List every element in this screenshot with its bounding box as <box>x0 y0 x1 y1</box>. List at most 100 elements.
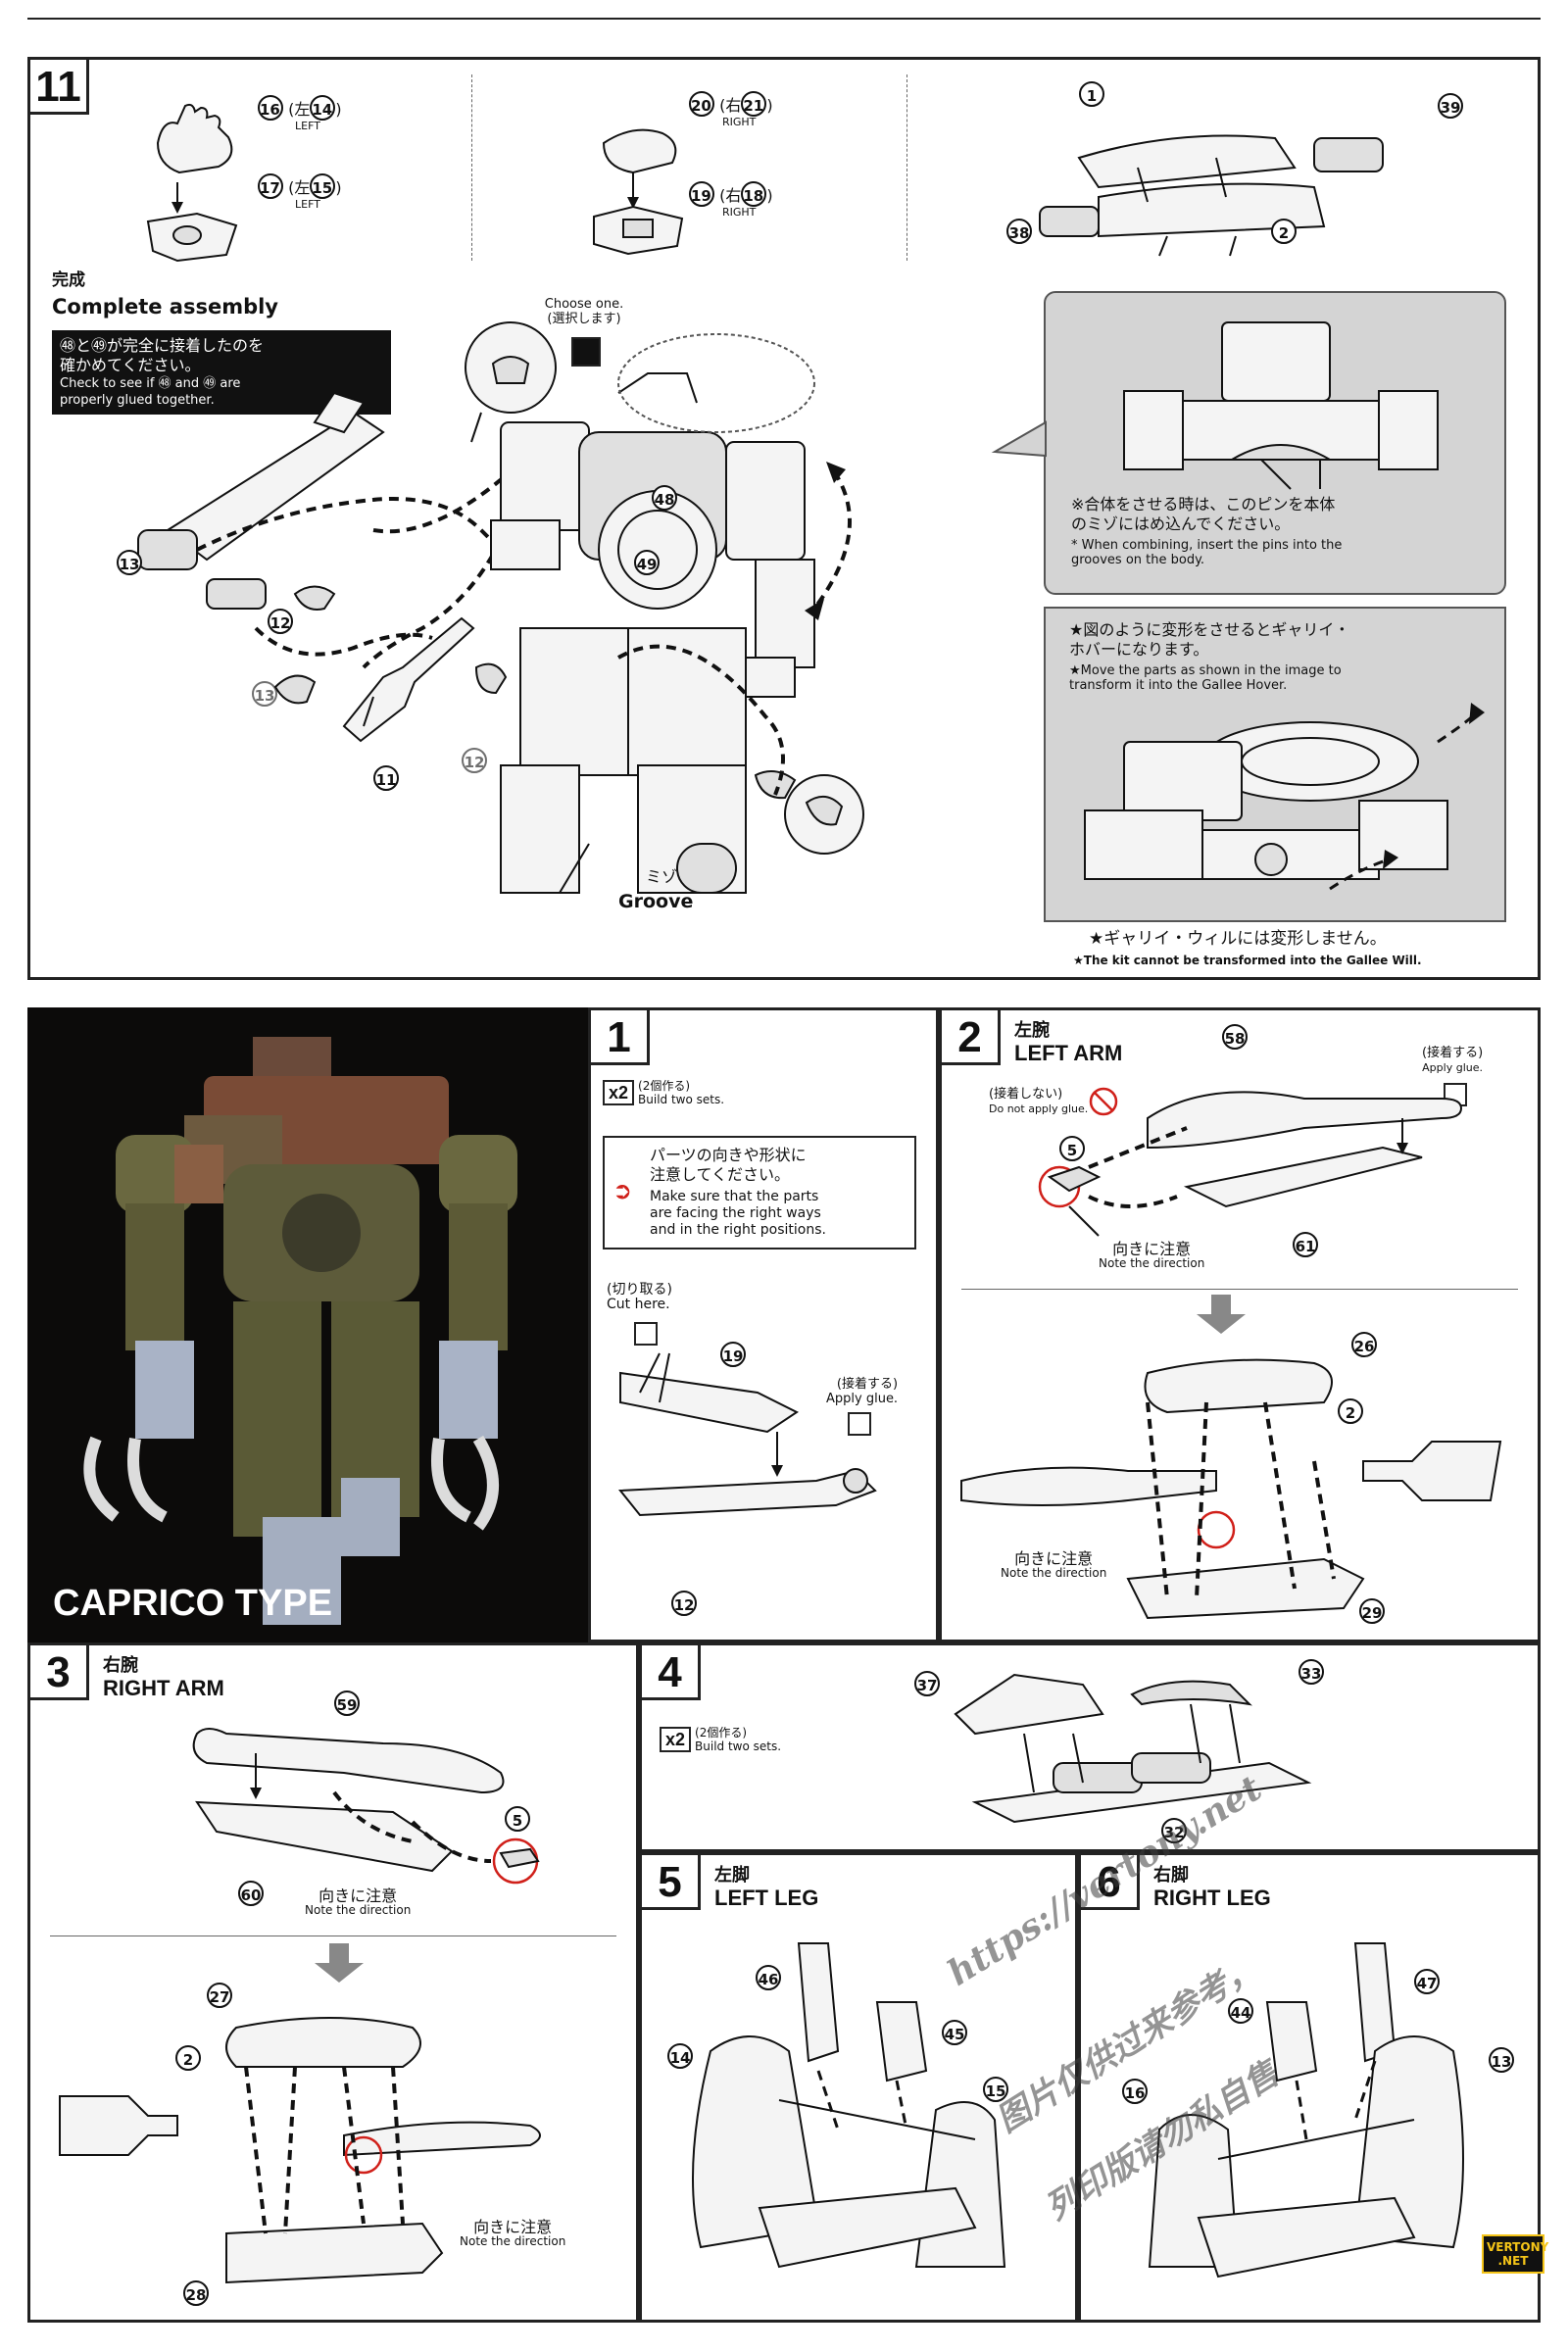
down-arrow <box>315 1943 364 1983</box>
choose-one-label: Choose one. (選択します) <box>544 297 624 326</box>
direction-label-2: 向きに注意 Note the direction <box>460 2218 566 2249</box>
part-33: 33 <box>1298 1659 1324 1685</box>
part-39: 39 <box>1438 93 1463 119</box>
step2-top-drawing <box>1038 1091 1463 1237</box>
caution-icon: ➲ <box>612 1177 633 1204</box>
part-12: 12 <box>671 1591 697 1616</box>
part-12-alt: 12 <box>462 748 487 773</box>
part-12: 12 <box>268 609 293 634</box>
part-37: 37 <box>914 1671 940 1696</box>
part-44: 44 <box>1228 1998 1253 2024</box>
part-26: 26 <box>1351 1332 1377 1357</box>
glue-label: (接着する) Apply glue. <box>826 1377 899 1406</box>
part-29: 29 <box>1359 1598 1385 1624</box>
part-48: 48 <box>652 485 677 511</box>
complete-title-en: Complete assembly <box>52 295 278 318</box>
part-2: 2 <box>1271 219 1297 244</box>
transform-note-jp: ★図のように変形をさせるとギャリイ・ ホバーになります。 <box>1069 620 1350 659</box>
part-1: 1 <box>1079 81 1104 107</box>
step3-top-drawing <box>192 1728 540 1885</box>
part-13-alt: 13 <box>252 681 277 707</box>
step-number: 6 <box>1081 1855 1140 1910</box>
pin-note-en: * When combining, insert the pins into t… <box>1071 538 1343 567</box>
part-14: 14 <box>667 2043 693 2069</box>
part-11: 11 <box>373 765 399 791</box>
vertony-badge: VERTONY .NET <box>1482 2234 1548 2274</box>
divider <box>471 74 472 261</box>
step-4-panel: 4 x2(2個作る)Build two sets. 37 33 32 <box>639 1642 1541 1852</box>
part-13: 13 <box>1489 2047 1514 2073</box>
divider <box>961 1289 1518 1290</box>
complete-assembly-drawing <box>137 321 864 894</box>
step-1-panel: 1 x2(2個作る)Build two sets. ➲ パーツの向きや形状に 注… <box>588 1007 939 1642</box>
choose-icon <box>571 337 601 367</box>
callout-pointer <box>991 420 1047 458</box>
step-number: 11 <box>30 60 89 115</box>
step4-drawing <box>954 1673 1312 1824</box>
step-number: 4 <box>642 1645 701 1700</box>
top-rule <box>27 18 1541 20</box>
groove-label-jp: ミゾ <box>646 867 678 886</box>
cut-icon <box>634 1322 658 1346</box>
pin-note-jp: ※合体をさせる時は、このピンを本体 のミゾにはめ込んでください。 <box>1071 495 1336 533</box>
build-two-sets: x2(2個作る)Build two sets. <box>660 1726 781 1753</box>
part-15: 15 <box>983 2077 1008 2102</box>
part-27: 27 <box>207 1983 232 2008</box>
transform-note-box: ★図のように変形をさせるとギャリイ・ ホバーになります。 ★Move the p… <box>1044 607 1506 922</box>
pin-note-box: ※合体をさせる時は、このピンを本体 のミゾにはめ込んでください。 * When … <box>1044 291 1506 595</box>
part-60: 60 <box>238 1881 264 1906</box>
pin-detail-drawing <box>1123 321 1439 490</box>
divider <box>906 74 907 261</box>
direction-label-2: 向きに注意 Note the direction <box>1001 1549 1107 1581</box>
part-59: 59 <box>334 1690 360 1716</box>
part-38: 38 <box>1006 219 1032 244</box>
part-5: 5 <box>505 1806 530 1832</box>
step2-bottom-drawing <box>960 1358 1502 1620</box>
complete-title-jp: 完成 <box>52 270 85 290</box>
part-58: 58 <box>1222 1024 1248 1050</box>
caution-box: ➲ パーツの向きや形状に 注意してください。 Make sure that th… <box>603 1136 916 1250</box>
transform-note-en: ★Move the parts as shown in the image to… <box>1069 663 1342 693</box>
noglue-label: (接着しない) Do not apply glue. <box>989 1087 1089 1115</box>
right-hand-drawing <box>593 128 684 256</box>
direction-label: 向きに注意 Note the direction <box>305 1886 412 1918</box>
glue-icon <box>848 1412 871 1436</box>
cut-label: (切り取る) Cut here. <box>607 1282 672 1312</box>
part-13: 13 <box>117 550 142 575</box>
direction-label: 向きに注意 Note the direction <box>1099 1240 1205 1271</box>
part-49: 49 <box>634 550 660 575</box>
build-two-sets: x2(2個作る)Build two sets. <box>603 1079 724 1106</box>
part-2: 2 <box>175 2045 201 2071</box>
part-16: 16 <box>1122 2079 1148 2104</box>
product-photo: CAPRICO TYPE <box>27 1007 588 1642</box>
part-32: 32 <box>1161 1818 1187 1843</box>
part-45: 45 <box>942 2020 967 2045</box>
step-number: 3 <box>30 1645 89 1700</box>
groove-label-en: Groove <box>618 891 694 912</box>
glue-label: (接着する) Apply glue. <box>1422 1046 1484 1074</box>
part-19: 19 <box>720 1342 746 1367</box>
step1-drawing <box>617 1352 877 1517</box>
step-number: 5 <box>642 1855 701 1910</box>
step-number: 2 <box>942 1010 1001 1065</box>
left-hand-drawing <box>146 103 238 263</box>
part-46: 46 <box>756 1965 781 1990</box>
footer-en: ★The kit cannot be transformed into the … <box>1073 954 1422 967</box>
robot-photo-illustration <box>27 1007 588 1642</box>
step3-bottom-drawing <box>59 2017 541 2284</box>
step-number: 1 <box>591 1010 650 1065</box>
step5-drawing <box>692 1942 1006 2269</box>
footer-jp: ★ギャリイ・ウィルには変形しません。 <box>1089 929 1387 949</box>
weapon-assembly-drawing <box>1039 134 1384 257</box>
part-2: 2 <box>1338 1398 1363 1424</box>
